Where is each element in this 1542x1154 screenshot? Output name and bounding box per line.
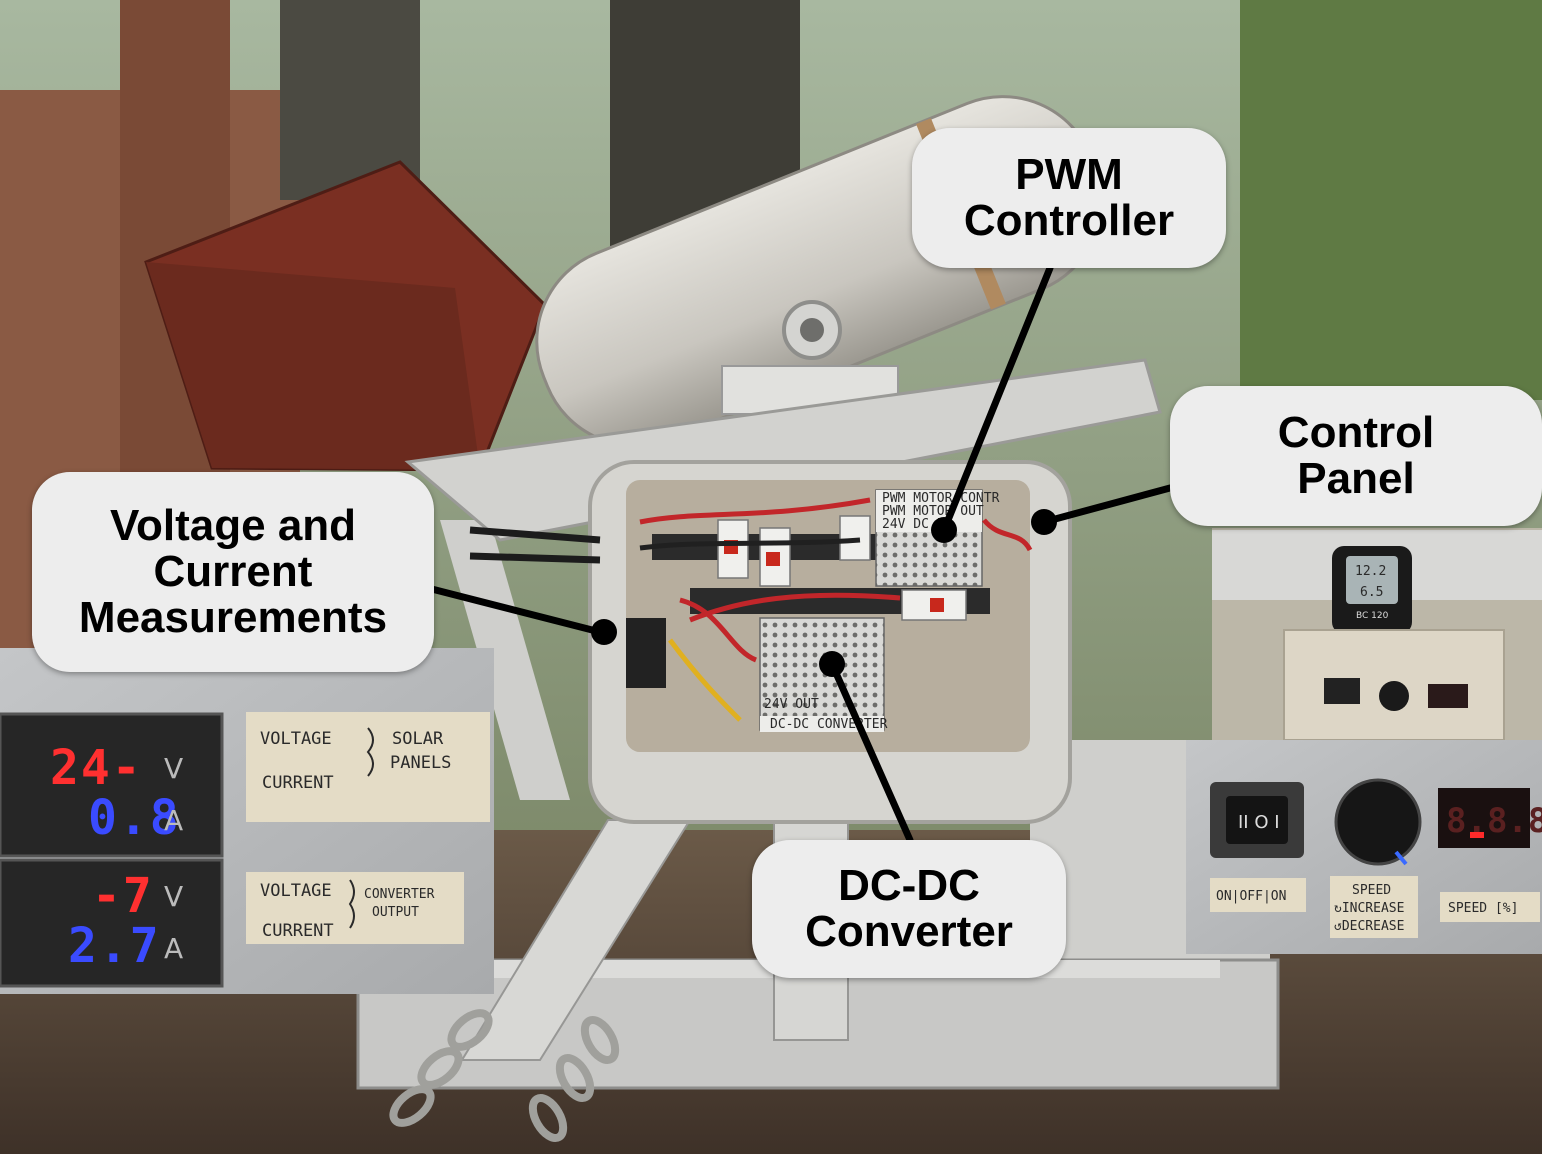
leader-lines [416, 264, 1174, 844]
amp-unit-1: A [164, 804, 183, 837]
converter-out-text: 24V OUT [764, 697, 819, 712]
tag-current-1: CURRENT [262, 773, 334, 793]
speed-display-readout: 8.8.8 [1446, 801, 1542, 841]
speed-knob [1334, 778, 1422, 866]
wiring [639, 497, 1033, 722]
converter-tag-strip [246, 872, 464, 944]
leader-pwm [940, 264, 1054, 534]
chain [389, 1009, 620, 1142]
pwm-board-text-1: PWM MOTOR CONTR [882, 491, 1000, 506]
breakers [717, 515, 967, 621]
pwm-controller-callout: PWM Controller [912, 128, 1226, 268]
bike-value-1: 12.2 [1355, 564, 1386, 579]
tag-current-2: CURRENT [262, 921, 334, 941]
leader-measure [416, 582, 604, 636]
converter-voltage-readout: -7 [92, 868, 154, 924]
solar-cables [469, 526, 601, 564]
rocker-symbol: II O I [1238, 812, 1280, 833]
meter-solar [0, 712, 224, 858]
tag-voltage-1: VOLTAGE [260, 729, 332, 749]
speed-tag-3: ↺DECREASE [1334, 919, 1404, 934]
solar-tag-strip [246, 712, 490, 822]
converter-current-readout: 2.7 [68, 918, 161, 974]
speed-tag-2: ↻INCREASE [1334, 901, 1404, 916]
tag-output: OUTPUT [372, 905, 419, 920]
speed-tag-1: SPEED [1352, 883, 1391, 898]
tag-panels: PANELS [390, 753, 451, 773]
leader-dcdc [828, 660, 914, 844]
control-panel-callout: Control Panel [1170, 386, 1542, 526]
tag-solar: SOLAR [392, 729, 444, 749]
pwm-board-text-2: PWM MOTOR OUT [882, 504, 984, 519]
dc-dc-converter-callout: DC-DC Converter [752, 840, 1066, 978]
meter-converter [0, 858, 224, 988]
tag-converter: CONVERTER [364, 887, 435, 902]
rust-hopper-face [146, 262, 480, 470]
amp-unit-2: A [164, 932, 183, 965]
rocker-switch [1226, 796, 1288, 844]
bike-value-2: 6.5 [1360, 585, 1383, 600]
leader-dots [591, 509, 1057, 677]
meter-terminals [626, 618, 666, 688]
dc-dc-converter-board [759, 617, 885, 731]
switch-tag: ON|OFF|ON [1216, 889, 1286, 904]
solar-voltage-readout: 24- [50, 740, 143, 796]
measurements-callout: Voltage and Current Measurements [32, 472, 434, 672]
hillside [1240, 0, 1542, 400]
speed-display-tag: SPEED [%] [1448, 901, 1518, 916]
leader-control [1040, 484, 1174, 526]
converter-board-text: DC-DC CONVERTER [770, 717, 888, 732]
tag-voltage-2: VOLTAGE [260, 881, 332, 901]
bike-model-text: BC 120 [1356, 611, 1389, 621]
volt-unit-2: V [164, 880, 183, 913]
leg-back [440, 520, 570, 800]
solar-current-readout: 0.8 [88, 790, 181, 846]
volt-unit-1: V [164, 752, 183, 785]
